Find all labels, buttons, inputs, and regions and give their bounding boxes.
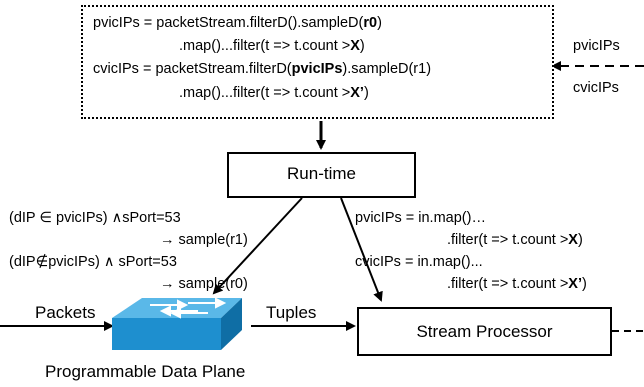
stream-rule-2-tail: ) bbox=[577, 232, 583, 248]
query-line-3: cvicIPs = packetStream.filterD(pvicIPs).… bbox=[93, 61, 431, 77]
stream-rule-2-bold: X bbox=[568, 232, 578, 248]
query-line-1-tail: ) bbox=[377, 15, 382, 31]
query-line-4-text: .map()...filter(t => t.count > bbox=[179, 85, 351, 101]
query-line-3-text: cvicIPs = packetStream.filterD( bbox=[93, 61, 292, 77]
query-line-1: pvicIPs = packetStream.filterD().sampleD… bbox=[93, 15, 382, 31]
dataplane-rule-4: → sample(r0) bbox=[160, 276, 248, 292]
tuples-label: Tuples bbox=[266, 303, 317, 322]
feedback-label-top: pvicIPs bbox=[573, 38, 620, 54]
query-line-1-text: pvicIPs = packetStream.filterD().sampleD… bbox=[93, 15, 364, 31]
query-line-4-bold: X’ bbox=[350, 85, 364, 101]
runtime-box bbox=[227, 152, 416, 198]
query-line-4: .map()...filter(t => t.count >X’) bbox=[179, 85, 369, 101]
query-line-1-bold: r0 bbox=[363, 15, 378, 31]
query-line-2-bold: X bbox=[350, 38, 360, 54]
stream-rule-4-text: .filter(t => t.count > bbox=[447, 276, 569, 292]
packets-label: Packets bbox=[35, 303, 96, 322]
stream-processor-label: Stream Processor bbox=[416, 322, 553, 341]
stream-rule-3: cvicIPs = in.map()... bbox=[355, 254, 483, 270]
stream-processor-box bbox=[357, 307, 612, 356]
data-plane-label: Programmable Data Plane bbox=[45, 362, 246, 381]
dataplane-rule-1: (dIP ∈ pvicIPs) ∧sPort=53 bbox=[9, 210, 181, 226]
dataplane-rule-2: → sample(r1) bbox=[160, 232, 248, 248]
query-line-4-tail: ) bbox=[363, 85, 369, 101]
query-line-3-tail: ).sampleD(r1) bbox=[342, 61, 432, 77]
query-line-3-bold: pvicIPs bbox=[291, 61, 343, 77]
stream-rule-1: pvicIPs = in.map()… bbox=[355, 210, 486, 226]
dataplane-rule-3: (dIP∉pvicIPs) ∧ sPort=53 bbox=[9, 254, 177, 270]
query-line-2-text: .map()...filter(t => t.count > bbox=[179, 38, 351, 54]
stream-rule-4: .filter(t => t.count >X’) bbox=[447, 276, 587, 292]
feedback-label-bottom: cvicIPs bbox=[573, 80, 619, 96]
arrow-runtime-to-dataplane bbox=[212, 197, 303, 295]
stream-rule-2: .filter(t => t.count >X) bbox=[447, 232, 583, 248]
stream-rule-4-bold: X’ bbox=[568, 276, 582, 292]
query-box bbox=[81, 5, 554, 119]
stream-rule-4-tail: ) bbox=[582, 276, 587, 292]
runtime-label: Run-time bbox=[287, 164, 356, 183]
query-line-2-tail: ) bbox=[359, 38, 365, 54]
switch-icon bbox=[112, 297, 242, 350]
arrow-runtime-to-stream bbox=[340, 197, 383, 302]
query-line-2: .map()...filter(t => t.count >X) bbox=[179, 38, 365, 54]
stream-rule-2-text: .filter(t => t.count > bbox=[447, 232, 569, 248]
